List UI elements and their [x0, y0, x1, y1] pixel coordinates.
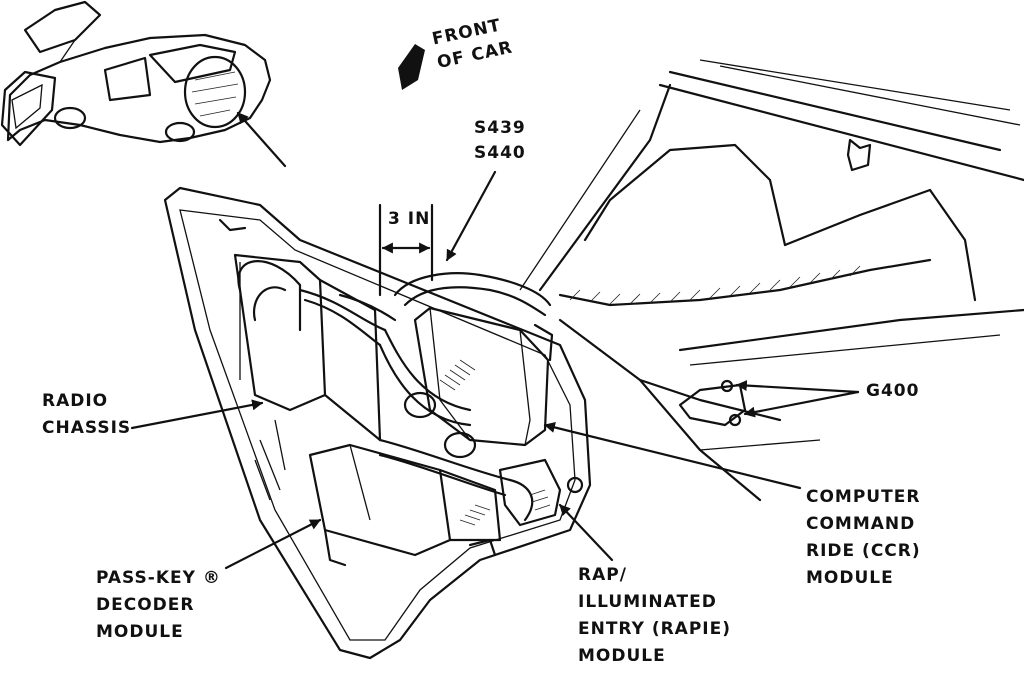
- radio-chassis: [233, 253, 382, 442]
- ground-g400: G400: [866, 381, 920, 401]
- wiring-harness: [298, 272, 552, 526]
- rapie-line3: ENTRY (RAPIE): [578, 619, 732, 639]
- splice-s440: S440: [474, 143, 526, 163]
- car-overview-icon: [0, 0, 272, 147]
- rapie-label: RAP/ ILLUMINATED ENTRY (RAPIE) MODULE: [578, 562, 731, 670]
- ccr-line3: RIDE (CCR): [806, 541, 921, 561]
- ccr-line2: COMMAND: [806, 514, 916, 534]
- ccr-line4: MODULE: [806, 568, 894, 588]
- rapie-module: [498, 458, 562, 527]
- rapie-line2: ILLUMINATED: [578, 592, 717, 612]
- passkey-line1: PASS-KEY ®: [96, 568, 221, 588]
- ccr-arrow: [543, 422, 802, 490]
- passkey-line3: MODULE: [96, 622, 184, 642]
- ground-label: G400: [866, 378, 919, 405]
- splice-s439: S439: [474, 118, 526, 138]
- ccr-label: COMPUTER COMMAND RIDE (CCR) MODULE: [806, 484, 921, 592]
- radio-chassis-label: RADIO CHASSIS: [42, 388, 131, 442]
- passkey-label: PASS-KEY ® DECODER MODULE: [96, 565, 221, 646]
- rapie-arrow: [558, 503, 614, 562]
- passkey-module: [308, 443, 502, 567]
- dimension-marker: [378, 203, 434, 297]
- passkey-line2: DECODER: [96, 595, 195, 615]
- radio-line2: CHASSIS: [42, 418, 132, 438]
- ground-arrow-upper: [735, 380, 860, 394]
- radio-line1: RADIO: [42, 391, 109, 411]
- dimension-label: 3 IN: [388, 206, 430, 233]
- splice-label: S439 S440: [474, 116, 526, 166]
- splice-arrow: [445, 170, 497, 262]
- trunk-compartment: [519, 59, 1024, 502]
- mounting-panel: [163, 186, 592, 660]
- ccr-line1: COMPUTER: [806, 487, 921, 507]
- passkey-arrow: [224, 518, 322, 570]
- rapie-line4: MODULE: [578, 646, 666, 666]
- dimension-text: 3 IN: [388, 209, 431, 229]
- radio-arrow: [130, 399, 264, 430]
- ground-arrow-lower: [743, 390, 860, 418]
- rapie-line1: RAP/: [578, 565, 627, 585]
- front-direction-arrow-icon: [398, 44, 425, 90]
